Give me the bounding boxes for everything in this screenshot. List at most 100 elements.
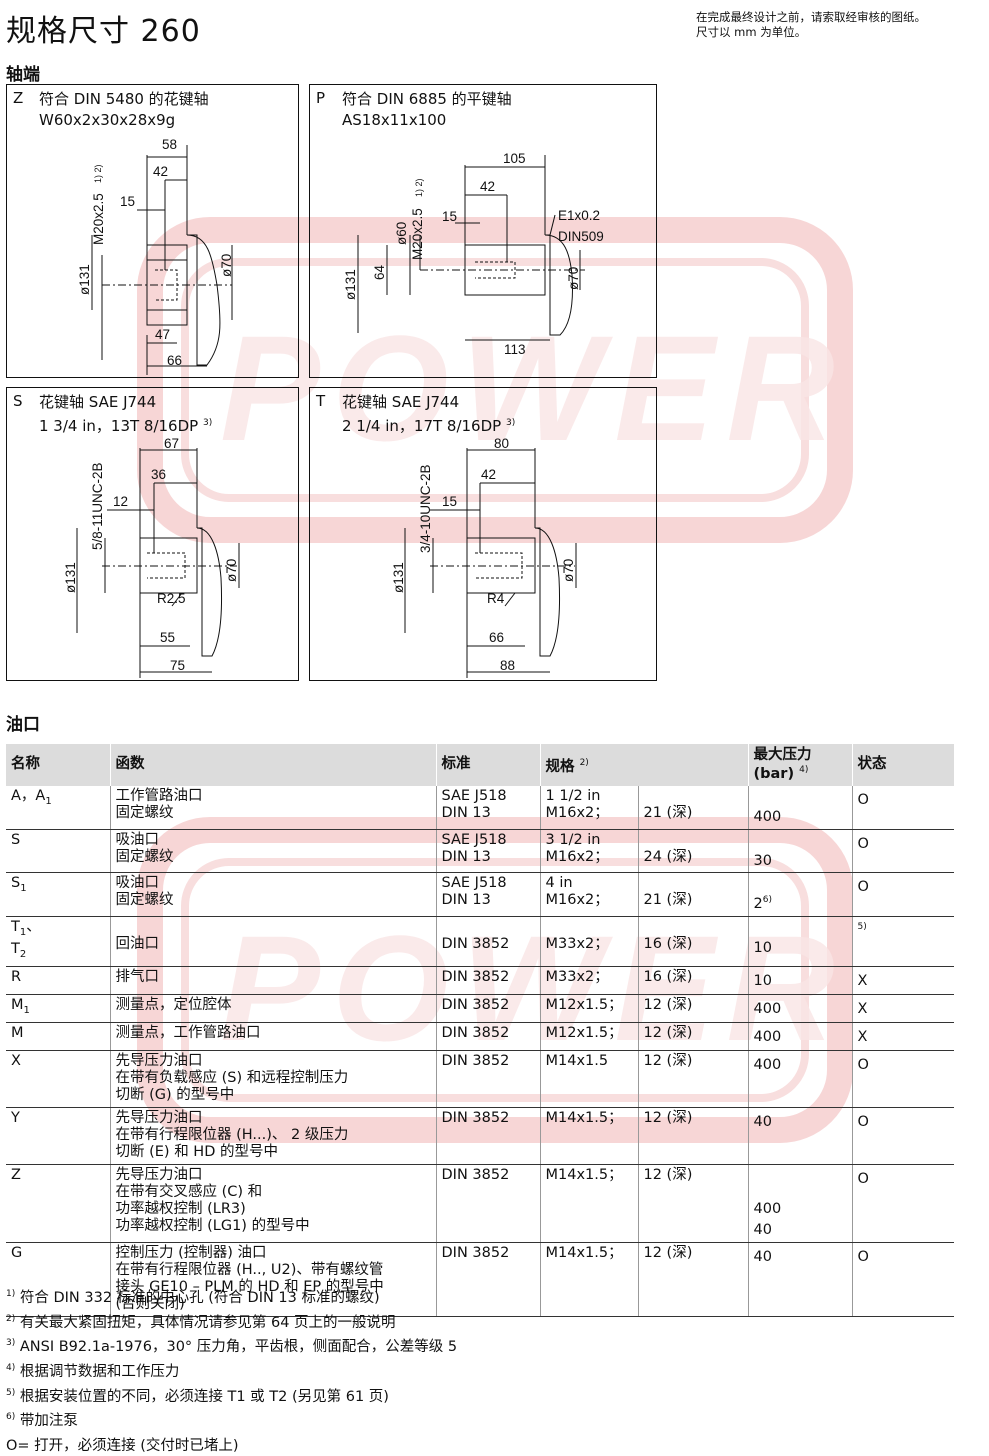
port-state-value: X [857,972,868,989]
dim-top: 58 [162,137,177,152]
footnote: 6) 带加注泵 [6,1407,457,1432]
port-spec: M14x1.5； [539,1242,638,1317]
port-spec: M33x2； [539,966,638,995]
footnote-text: 带加注泵 [19,1412,78,1429]
dim-b1: 66 [489,630,504,645]
footnote-mark: 1) [6,1289,16,1299]
port-name: X [11,1052,21,1069]
shaft-drawing-p: 105 42 15 M20x2.5 1) 2) ø60 ø131 64 ø70 … [343,151,604,357]
port-function: 控制压力 (控制器) 油口 在带有行程限位器 (H.., U2)、带有螺纹管 接… [109,1242,436,1317]
port-standard: DIN 3852 [435,1242,540,1317]
port-pressure-value: 40 [753,1113,772,1130]
dim-dia-in: ø70 [566,267,581,290]
shaft-panel-p: 105 42 15 M20x2.5 1) 2) ø60 ø131 64 ø70 … [309,84,657,378]
port-state: O [851,785,954,830]
dim-radius: R2.5 [157,591,186,606]
port-spec: M12x1.5； [539,994,638,1023]
port-name-sep: 、 [26,919,41,936]
dim-top: 105 [503,151,526,166]
port-depth: 12 (深) [637,1164,748,1243]
panel-line-2: 2 1/4 in，17T 8/16DP 3) [342,413,515,437]
panel-line-1: 花键轴 SAE J744 [39,393,157,411]
port-state-value: O [857,1170,869,1187]
dim-bottom: 113 [504,342,526,357]
port-name: R [11,969,22,986]
port-function: 排气口 [109,966,436,995]
port-state-value: O [857,1056,869,1073]
port-pressure: 26) [747,872,852,918]
panel-line-1: 符合 DIN 6885 的平键轴 [342,90,512,108]
port-function: 测量点，工作管路油口 [109,1022,436,1051]
dim-top: 67 [164,436,179,451]
port-name-2-sub: 2 [19,949,27,961]
port-function: 先导压力油口 在带有行程限位器 (H...)、 2 级压力 切断 (E) 和 H… [109,1107,436,1165]
port-pressure: 40 [747,1107,852,1165]
port-state-value: O [857,1248,869,1265]
dim-top: 80 [494,436,509,451]
port-state-value: O [857,1113,869,1130]
dim-dia-out: ø131 [63,562,78,593]
port-pressure: 400 [747,1050,852,1108]
footnote: 5) 根据安装位置的不同，必须连接 T1 或 T2 (另见第 61 页) [6,1383,457,1408]
panel-letter: S [13,392,23,410]
port-pressure: 40 [747,1242,852,1317]
dim-thread-sup: 1) 2) [414,178,424,197]
port-function: 工作管路油口 固定螺纹 [109,785,436,830]
dim-mid: 42 [153,164,168,179]
dim-thread: 3/4-10UNC-2B [418,464,433,553]
dim-b2: 66 [167,353,182,368]
col-pressure-unit: (bar) [753,765,795,782]
port-function: 测量点，定位腔体 [109,994,436,1023]
port-spec: 3 1/2 in M16x2； [539,829,638,874]
port-depth: 21 (深) [637,872,748,918]
panel-letter: P [316,89,326,107]
port-pressure-value: 30 [753,852,772,869]
port-pressure-value: 2 [753,896,763,913]
panel-line-2: W60x2x30x28x9g [39,111,176,129]
panel-heading: 花键轴 SAE J744 2 1/4 in，17T 8/16DP 3) [342,392,515,437]
port-spec: M12x1.5； [539,1022,638,1051]
dim-dia-in: ø70 [561,559,576,582]
port-pressure-value: 10 [753,940,772,957]
panel-line-2-sup: 3) [505,418,516,428]
port-spec: M14x1.5； [539,1107,638,1165]
shaft-panel-z: 58 42 15 M20x2.5 1) 2) ø131 ø70 47 66 Z … [6,84,299,378]
port-state-value: X [857,1000,868,1017]
port-function: 先导压力油口 在带有交叉感应 (C) 和 功率越权控制 (LR3) 功率越权控制… [109,1164,436,1243]
port-state-value: O [857,791,869,808]
port-state-value: O [857,879,869,896]
port-pressure-value: 400 [753,808,782,825]
port-standard: DIN 3852 [435,1022,540,1051]
port-pressure-value: 400 [753,1028,782,1045]
port-depth: 21 (深) [637,785,748,830]
port-state-sup: 5) [857,922,867,933]
footnote: 1) 符合 DIN 332 标准的中心孔 (符合 DIN 13 标准的螺纹) [6,1284,457,1309]
port-standard: SAE J518 DIN 13 [435,829,540,874]
dim-mid: 42 [481,467,496,482]
dim-e1: E1x0.2 [558,208,600,223]
shaft-drawing-t: 80 42 15 3/4-10UNC-2B ø131 ø70 R4 66 88 [391,436,577,678]
port-depth: 16 (深) [637,966,748,995]
footnote-mark: 5) [6,1387,16,1398]
port-pressure-value: 400 [753,1056,782,1073]
port-name-cell: G [6,1242,110,1317]
dim-small: 15 [442,209,457,224]
footnote-text: O= 打开，必须连接 (交付时已堵上) [6,1437,239,1454]
dim-dia-out: ø131 [343,269,358,300]
panel-letter: Z [13,89,24,107]
port-depth: 12 (深) [637,1242,748,1317]
footnote: 4) 根据调节数据和工作压力 [6,1358,457,1383]
col-spec: 规格 2) [539,744,748,786]
port-depth: 16 (深) [637,916,748,968]
port-state: X [851,966,954,995]
port-name: G [11,1244,23,1261]
dim-height: 64 [372,264,387,280]
panel-heading: 符合 DIN 5480 的花键轴 W60x2x30x28x9g [39,89,209,131]
dim-thread-sup: 1) 2) [93,164,103,183]
